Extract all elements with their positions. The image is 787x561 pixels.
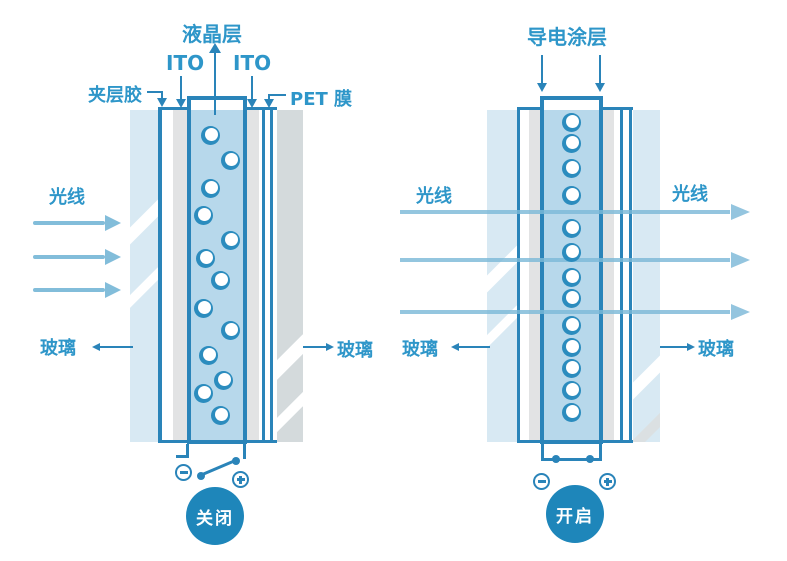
pet-pointer-line xyxy=(268,94,270,101)
glass-left-pointer-line xyxy=(458,346,490,348)
switch-pivot-dot xyxy=(197,472,205,480)
label-light-right: 光线 xyxy=(672,184,708,205)
lc-layer-pointer-line xyxy=(214,50,216,115)
electrode-wire-left xyxy=(541,444,544,461)
arrow-down-icon xyxy=(157,98,167,107)
pet-pointer-line xyxy=(269,94,286,96)
minus-terminal-icon xyxy=(175,464,192,481)
state-badge-off: 关闭 xyxy=(186,487,244,545)
glass-right-pointer-line xyxy=(303,346,327,348)
glass-left-pointer-line xyxy=(99,346,133,348)
glass-reflection-streak xyxy=(487,282,517,368)
glass-pane-right xyxy=(633,110,660,442)
label-glass-right: 玻璃 xyxy=(337,340,373,361)
switch-contact-dot xyxy=(586,455,594,463)
in-arrow xyxy=(33,249,121,265)
label-glass-right: 玻璃 xyxy=(698,339,734,360)
electrode-wire-left xyxy=(186,444,189,458)
arrow-left-icon xyxy=(92,343,100,351)
label-liquid-crystal-layer: 液晶层 xyxy=(182,22,242,46)
adhesive-pointer-line xyxy=(161,91,163,99)
closed-switch-icon xyxy=(541,458,602,461)
electrode-wire-left xyxy=(176,455,189,458)
coating-pointer-line xyxy=(599,55,601,84)
ito-right-pointer-line xyxy=(251,76,253,100)
arrow-up-icon xyxy=(209,43,221,53)
label-light-left: 光线 xyxy=(416,186,452,207)
glass-pane-left xyxy=(130,110,158,442)
label-ito-left: ITO xyxy=(166,51,205,75)
ito-left-pointer-line xyxy=(180,76,182,100)
label-pet-film: PET 膜 xyxy=(290,89,353,110)
arrow-down-icon xyxy=(537,83,547,92)
open-switch-icon xyxy=(199,458,237,477)
switch-contact-dot xyxy=(552,455,560,463)
minus-terminal-icon xyxy=(533,473,550,490)
arrow-down-icon xyxy=(595,83,605,92)
liquid-crystal-fill xyxy=(191,110,243,440)
arrow-down-icon xyxy=(264,99,274,108)
liquid-crystal-cell xyxy=(540,96,603,444)
label-ito-right: ITO xyxy=(233,51,272,75)
arrow-right-icon xyxy=(326,343,334,351)
liquid-crystal-fill xyxy=(544,110,599,440)
adhesive-ito-stack-left xyxy=(517,107,540,443)
adhesive-pointer-line xyxy=(147,91,163,93)
label-glass-left: 玻璃 xyxy=(402,339,438,360)
in-arrow xyxy=(33,282,121,298)
electrode-wire-right xyxy=(243,444,246,459)
label-glass-left: 玻璃 xyxy=(40,338,76,359)
arrow-down-icon xyxy=(176,99,186,108)
arrow-left-icon xyxy=(451,343,459,351)
ito-pet-stack-right xyxy=(603,107,633,443)
in-arrow xyxy=(33,215,121,231)
adhesive-ito-stack-left xyxy=(158,107,187,443)
label-light: 光线 xyxy=(49,187,85,208)
glass-pane-left xyxy=(487,110,517,442)
glass-reflection-streak xyxy=(130,190,158,270)
ito-pet-stack-right xyxy=(247,107,277,443)
liquid-crystal-cell xyxy=(187,96,247,444)
state-badge-on: 开启 xyxy=(546,485,604,543)
switch-contact-dot xyxy=(232,457,240,465)
label-conductive-coating: 导电涂层 xyxy=(527,25,607,49)
electrode-wire-right xyxy=(599,444,602,461)
arrow-down-icon xyxy=(247,99,257,108)
glass-right-pointer-line xyxy=(660,346,688,348)
plus-terminal-icon xyxy=(599,473,616,490)
glass-pane-right-frosted xyxy=(277,110,303,442)
glass-reflection-streak xyxy=(130,242,158,328)
coating-pointer-line xyxy=(541,55,543,84)
label-interlayer-adhesive: 夹层胶 xyxy=(88,85,142,106)
plus-terminal-icon xyxy=(232,471,249,488)
arrow-right-icon xyxy=(687,343,695,351)
